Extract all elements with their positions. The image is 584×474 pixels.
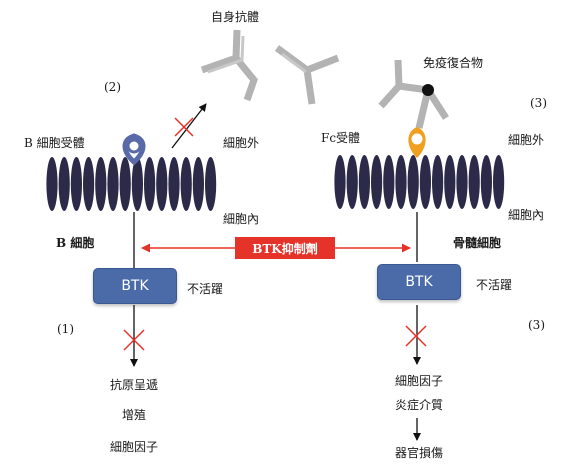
b-cell-membrane-bead [156, 157, 168, 211]
b-cell-membrane-bead [46, 157, 58, 211]
myeloid-membrane-bead [346, 155, 358, 209]
cytokines-right-label: 細胞因子 [394, 374, 444, 388]
fc-receptor-label: Fc受體 [321, 131, 361, 145]
myeloid-membrane-bead [419, 155, 431, 209]
b-cell-membrane-bead [107, 157, 119, 211]
extracellular-right-label: 細胞外 [508, 133, 545, 147]
b-cell-membrane-bead [168, 157, 180, 211]
immune-complex-antibody-icon [378, 59, 449, 129]
autoantibody-label: 自身抗體 [211, 10, 260, 24]
b-cell-receptor-label: B 細胞受體 [24, 136, 85, 150]
antigen-presentation-label: 抗原呈遞 [109, 378, 159, 392]
immune-complex-label: 免疫復合物 [423, 56, 484, 70]
myeloid-membrane-bead [358, 155, 370, 209]
myeloid-membrane-bead [444, 155, 456, 209]
myeloid-cell-membrane [334, 155, 505, 209]
b-cell-membrane-bead [144, 157, 156, 211]
inactive-left-label: 不活躍 [187, 282, 224, 296]
b-cell-membrane-bead [58, 157, 70, 211]
blocked-binding-arrow [171, 103, 207, 149]
blocked-binding-x-icon [174, 117, 194, 137]
b-cell-membrane-bead [205, 157, 217, 211]
step-3-bottom-label: (3) [528, 318, 545, 332]
myeloid-membrane-bead [395, 155, 407, 209]
antigen-dot-icon [422, 84, 434, 96]
autoantibody-right-icon [274, 45, 340, 105]
myeloid-membrane-bead [493, 155, 505, 209]
myeloid-cell-label: 骨髓細胞 [453, 236, 502, 250]
inflammation-mediators-label: 炎症介質 [394, 398, 444, 412]
myeloid-membrane-bead [468, 155, 480, 209]
b-cell-membrane-bead [83, 157, 95, 211]
b-cell-membrane-bead [131, 157, 143, 211]
myeloid-membrane-bead [432, 155, 444, 209]
step-2-label: (2) [104, 80, 121, 94]
myeloid-membrane-bead [407, 155, 419, 209]
b-cell-label: B 細胞 [56, 236, 95, 250]
myeloid-membrane-bead [456, 155, 468, 209]
intracellular-right-label: 細胞內 [508, 208, 545, 222]
b-cell-membrane-bead [95, 157, 107, 211]
autoantibody-left-icon [200, 29, 258, 102]
b-cell-membrane-bead [119, 157, 131, 211]
b-cell-block-x-icon [123, 329, 145, 351]
intracellular-left-label: 細胞內 [223, 212, 260, 226]
proliferation-label: 增殖 [121, 408, 147, 422]
myeloid-membrane-bead [371, 155, 383, 209]
myeloid-membrane-bead [480, 155, 492, 209]
btk-right-box: BTK [377, 264, 461, 300]
step-3-top-label: (3) [530, 96, 547, 110]
b-cell-membrane-bead [192, 157, 204, 211]
b-cell-membrane-bead [70, 157, 82, 211]
btk-inhibitor-label: BTK抑制劑 [235, 237, 335, 259]
b-cell-membrane [46, 157, 217, 211]
b-cell-receptor-icon [122, 133, 146, 166]
inactive-right-label: 不活躍 [476, 278, 513, 292]
organ-damage-label: 器官損傷 [394, 446, 444, 460]
btk-left-box: BTK [93, 268, 177, 304]
step-1-label: (1) [57, 322, 74, 336]
cytokines-left-label: 細胞因子 [109, 440, 159, 454]
myeloid-membrane-bead [334, 155, 346, 209]
fc-receptor-icon [408, 127, 426, 158]
extracellular-left-label: 細胞外 [223, 136, 260, 150]
myeloid-block-x-icon [405, 325, 427, 347]
b-cell-membrane-bead [180, 157, 192, 211]
myeloid-membrane-bead [383, 155, 395, 209]
